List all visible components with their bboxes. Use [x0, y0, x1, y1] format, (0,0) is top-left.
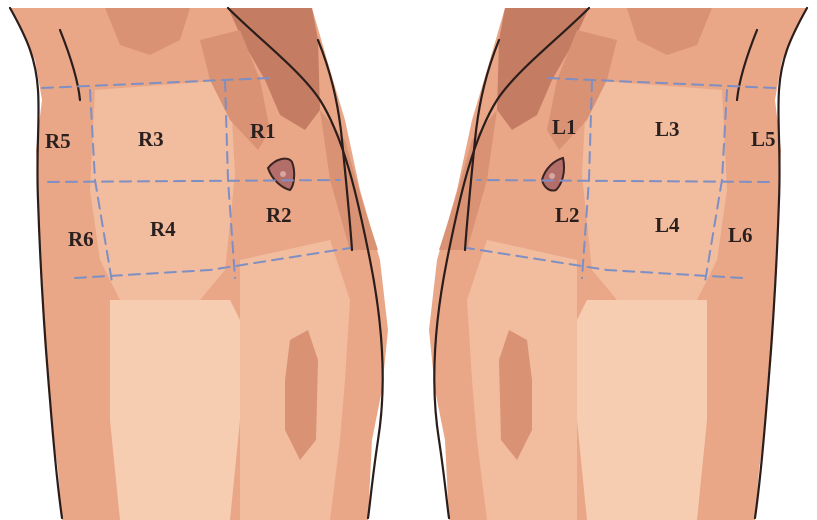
zone-label-l1: L1 — [552, 115, 577, 139]
zone-label-r5: R5 — [45, 129, 71, 153]
zone-label-r6: R6 — [68, 227, 94, 251]
zone-label-r2: R2 — [266, 203, 292, 227]
zone-label-r4: R4 — [150, 217, 176, 241]
zone-label-l2: L2 — [555, 203, 580, 227]
zone-label-l6: L6 — [728, 223, 753, 247]
right-torso-panel: R5 R3 R1 R2 R4 R6 — [10, 8, 388, 520]
right-torso-chest-highlight — [90, 80, 235, 300]
left-torso-abdomen-highlight — [567, 300, 707, 520]
right-torso-abdomen-highlight — [110, 300, 250, 520]
zone-label-l5: L5 — [751, 127, 776, 151]
zone-label-r3: R3 — [138, 127, 164, 151]
zone-label-l4: L4 — [655, 213, 680, 237]
left-torso-panel: L1 L2 L3 L4 L5 L6 — [429, 8, 807, 520]
zone-label-r1: R1 — [250, 119, 276, 143]
left-torso-chest-highlight — [582, 80, 727, 300]
zone-label-l3: L3 — [655, 117, 680, 141]
